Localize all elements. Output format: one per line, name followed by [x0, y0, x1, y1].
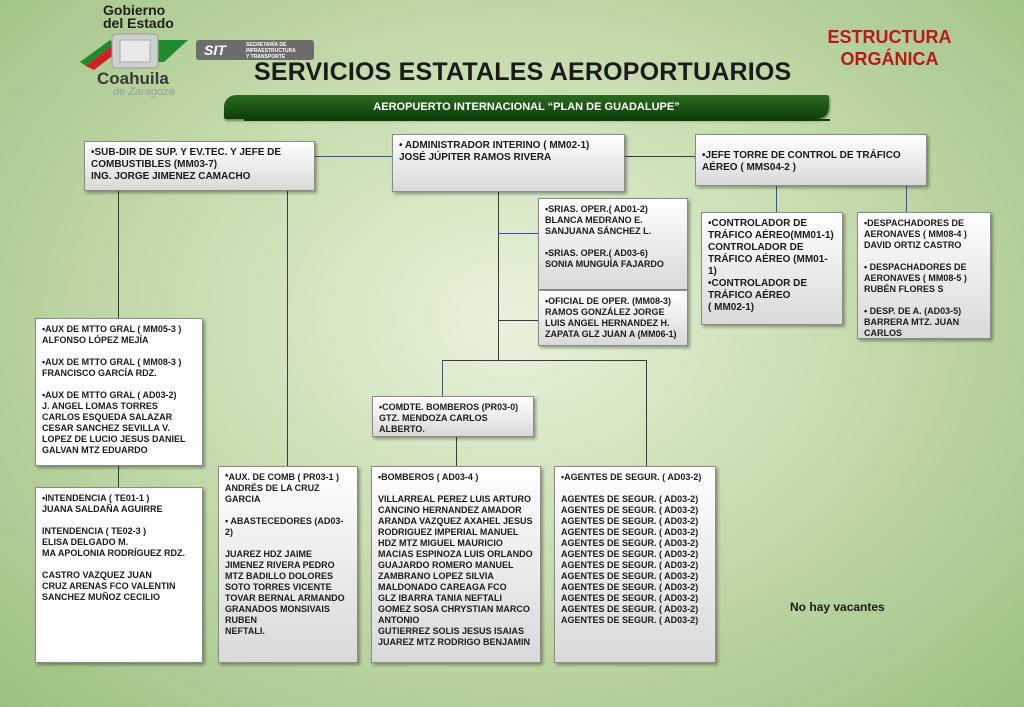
- gobierno-logo-text: Gobierno del Estado: [103, 2, 174, 31]
- estructura-label: ESTRUCTURA ORGÁNICA: [827, 27, 952, 69]
- page-title: SERVICIOS ESTATALES AEROPORTUARIOS: [254, 58, 792, 86]
- aux-comb-box: *AUX. DE COMB ( PR03-1 ) ANDRÉS DE LA CR…: [218, 466, 358, 663]
- bomberos-box: •BOMBEROS ( AD03-4 ) VILLARREAL PEREZ LU…: [371, 466, 541, 663]
- connector-admin-oficial: [498, 320, 538, 321]
- comdte-box: •COMDTE. BOMBEROS (PR03-0) GTZ. MENDOZA …: [372, 396, 534, 437]
- no-vacantes-label: No hay vacantes: [790, 600, 885, 614]
- banner-underline: [244, 119, 830, 121]
- connector-subdir-comb: [287, 191, 288, 466]
- connector-admin-torre: [624, 156, 696, 157]
- jefe-torre-box: •JEFE TORRE DE CONTROL DE TRÁFICO AÉREO …: [695, 134, 927, 186]
- airport-banner: AEROPUERTO INTERNACIONAL “PLAN DE GUADAL…: [224, 95, 829, 119]
- sit-logo: SIT SECRETARÍA DE INFRAESTRUCTURA Y TRAN…: [196, 40, 314, 60]
- connector-aux-intendencia: [118, 466, 119, 487]
- connector-agentes: [646, 360, 647, 466]
- oficial-box: •OFICIAL DE OPER. (MM08-3) RAMOS GONZÁLE…: [538, 290, 688, 346]
- zaragoza-logo-text: de Zaragoza: [113, 86, 175, 98]
- sit-logo-subtitle: SECRETARÍA DE INFRAESTRUCTURA Y TRANSPOR…: [246, 42, 296, 60]
- sit-logo-name: SIT: [204, 42, 226, 58]
- connector-subdir-left: [118, 191, 119, 318]
- connector-admin-srias: [498, 233, 538, 234]
- coahuila-emblem-icon: [80, 33, 188, 70]
- subdir-box: •SUB-DIR DE SUP. Y EV.TEC. Y JEFE DE COM…: [84, 141, 315, 191]
- admin-box: • ADMINISTRADOR INTERINO ( MM02-1) JOSÉ …: [392, 134, 625, 192]
- connector-torre-control: [776, 186, 777, 213]
- connector-torre-desp: [906, 186, 907, 213]
- intendencia-box: •INTENDENCIA ( TE01-1 ) JUANA SALDAÑA AG…: [35, 487, 203, 663]
- aux-mtto-box: •AUX DE MTTO GRAL ( MM05-3 ) ALFONSO LÓP…: [35, 318, 203, 466]
- connector-admin-down: [498, 192, 499, 360]
- despachadores-box: •DESPACHADORES DE AERONAVES ( MM08-4 ) D…: [857, 212, 991, 339]
- connector-comdte: [442, 360, 443, 396]
- controlador-box: •CONTROLADOR DE TRÁFICO AÉREO(MM01-1) CO…: [701, 212, 843, 325]
- connector-bottom-horizontal: [442, 360, 646, 361]
- connector-subdir-admin: [315, 156, 393, 157]
- coahuila-logo-text: Coahuila: [97, 69, 169, 88]
- connector-bomberos: [456, 437, 457, 466]
- srias-box: •SRIAS. OPER.( AD01-2) BLANCA MEDRANO E.…: [538, 198, 688, 290]
- agentes-box: •AGENTES DE SEGUR. ( AD03-2) AGENTES DE …: [554, 466, 716, 663]
